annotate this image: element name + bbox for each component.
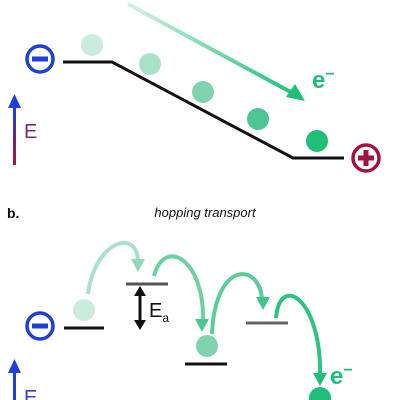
hop-arrow-head [313,373,327,386]
electron-dot [73,299,95,321]
electron-dot [139,53,161,75]
hop-arrow [152,254,206,323]
hop-arrow [86,241,140,295]
field-arrow-icon [8,94,21,165]
activation-energy-arrow [134,286,146,330]
panel-label: b. [7,205,19,221]
minus-circle-icon [25,311,55,341]
electron-dot [192,81,214,103]
hop-arrow-head [131,259,145,272]
energy-band-line [63,60,344,160]
hop-arrow [210,272,264,335]
minus-circle-icon [25,44,55,74]
hop-arrow-head [256,297,270,310]
electron-label: e− [312,66,335,94]
panel-a: e− E [8,2,381,173]
electron-dot [81,34,103,56]
panel-title: hopping transport [154,205,257,220]
electron-dot [306,130,328,152]
field-arrow-icon [8,359,21,400]
electron-dot [196,335,218,357]
field-label: E [24,387,37,400]
drift-arrow [127,2,299,98]
activation-energy-label: Ea [149,300,169,325]
drift-arrow-head [286,84,305,101]
plus-circle-icon [351,143,381,173]
hop-arrow [274,293,323,377]
hop-arrow-head [195,319,209,332]
electron-label: e− [330,362,353,390]
electron-dot [247,108,269,130]
field-label: E [24,121,37,143]
panel-b: b. hopping transport Ea [7,205,353,400]
electron-dot [309,387,331,400]
